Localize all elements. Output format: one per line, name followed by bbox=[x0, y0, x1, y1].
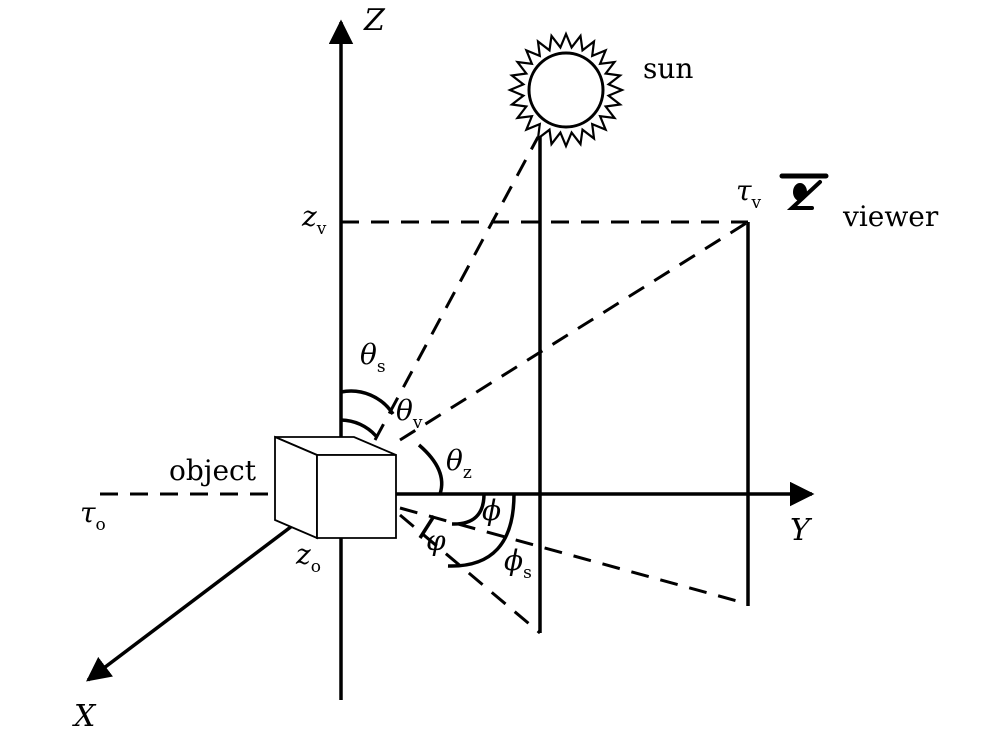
tau-o-label: τo bbox=[80, 496, 106, 535]
z-v-label: zv bbox=[301, 200, 327, 239]
phi-arc bbox=[451, 493, 486, 526]
phi-label: ϕ bbox=[482, 494, 501, 527]
dashed-lines bbox=[100, 136, 749, 635]
varphi-label: φ bbox=[426, 524, 446, 557]
object-label: object bbox=[169, 454, 257, 487]
theta-s-arc bbox=[340, 389, 395, 415]
phi-s-arc bbox=[447, 493, 516, 568]
sun-icon bbox=[507, 31, 625, 149]
eye-pupil bbox=[793, 183, 807, 201]
sun-label: sun bbox=[643, 52, 693, 85]
z-axis-label: Z bbox=[363, 3, 386, 38]
theta-z-arc bbox=[417, 443, 444, 495]
eye-icon bbox=[779, 173, 829, 210]
theta-v-arc bbox=[340, 418, 378, 438]
theta-s-label: θs bbox=[360, 338, 386, 377]
theta-v-label: θv bbox=[396, 394, 423, 433]
theta-z-label: θz bbox=[446, 444, 472, 483]
object-to-viewer-ray bbox=[399, 220, 749, 442]
axes bbox=[86, 19, 815, 700]
phi-s-label: ϕs bbox=[504, 544, 532, 583]
sun-disc bbox=[527, 51, 605, 129]
angle-arcs bbox=[340, 389, 516, 568]
object-cube bbox=[274, 435, 397, 540]
varphi-arc bbox=[418, 515, 436, 539]
cube-left-face bbox=[274, 435, 318, 540]
x-axis-label: X bbox=[72, 699, 97, 734]
tau-v-label: τv bbox=[736, 174, 762, 213]
cube-front-face bbox=[316, 454, 397, 539]
object-to-sun-ray bbox=[373, 136, 540, 441]
eye-lid bbox=[786, 180, 822, 210]
x-axis bbox=[86, 518, 302, 682]
z-o-label: zo bbox=[295, 538, 321, 577]
projection-lines bbox=[538, 132, 750, 633]
viewer-label: viewer bbox=[842, 200, 939, 233]
y-axis-label: Y bbox=[790, 513, 813, 548]
